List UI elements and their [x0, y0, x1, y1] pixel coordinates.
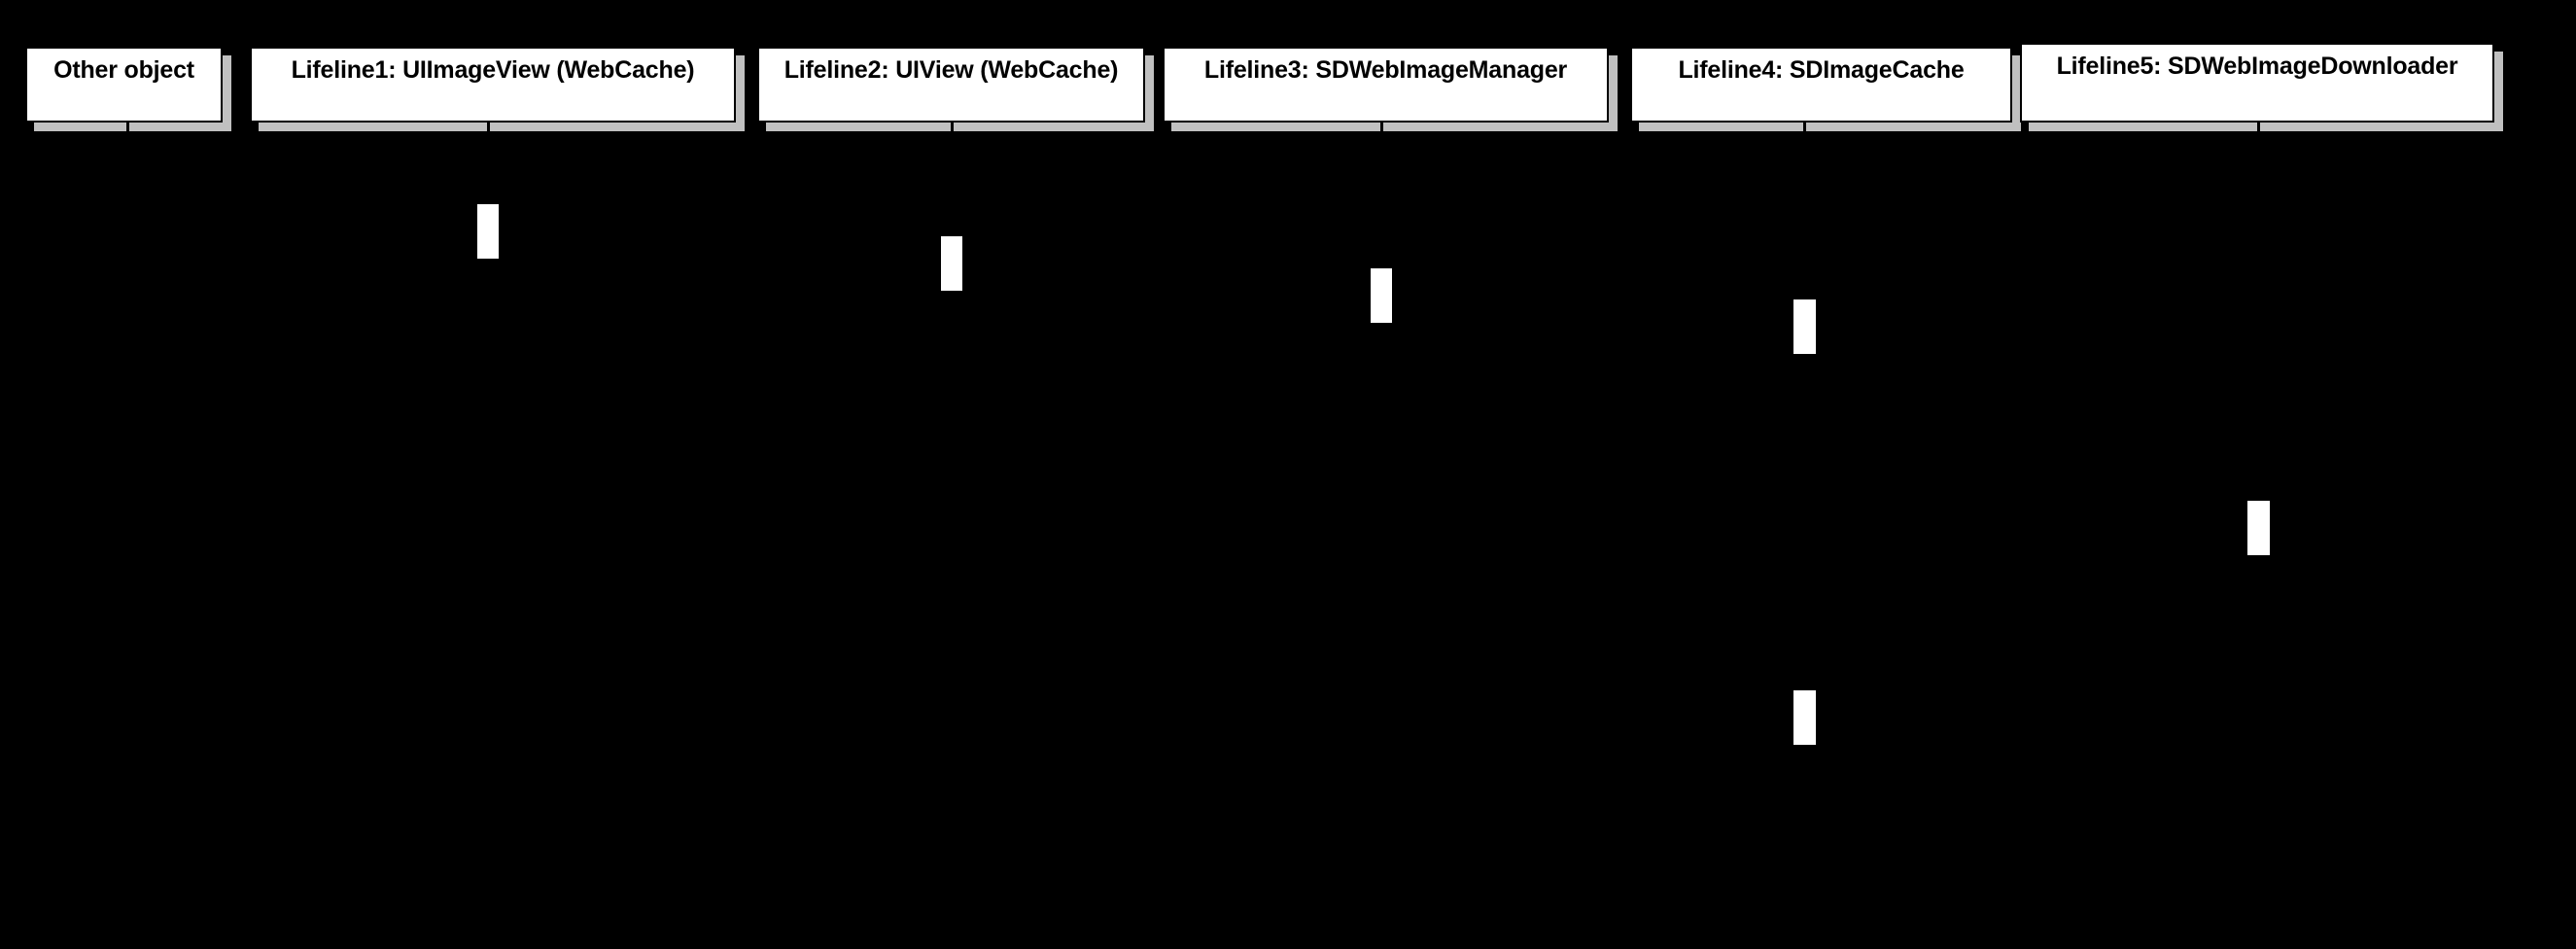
participant-label: Lifeline2: UIView (WebCache) — [783, 56, 1119, 84]
lifeline-stem-other — [126, 123, 129, 939]
activation-bar-lifeline4-second — [1793, 690, 1816, 745]
participant-label: Lifeline5: SDWebImageDownloader — [2056, 53, 2458, 80]
participant-box: Lifeline2: UIView (WebCache) — [757, 47, 1145, 123]
message-line-5 — [1816, 501, 2247, 503]
lifeline-stem-lifeline1 — [487, 123, 490, 939]
lifeline-tick-other — [126, 123, 129, 134]
participant-lifeline2[interactable]: Lifeline2: UIView (WebCache) — [757, 47, 1154, 131]
participant-box: Lifeline3: SDWebImageManager — [1163, 47, 1609, 123]
participant-box: Lifeline1: UIImageView (WebCache) — [250, 47, 736, 123]
message-line-4 — [1392, 299, 1793, 301]
activation-bar-lifeline3 — [1371, 268, 1392, 323]
activation-bar-lifeline2 — [941, 236, 962, 291]
message-line-3 — [962, 268, 1371, 270]
message-line-6 — [1816, 690, 2247, 692]
message-line-2 — [499, 236, 941, 238]
participant-label: Lifeline3: SDWebImageManager — [1203, 56, 1568, 84]
participant-label: Other object — [53, 56, 194, 84]
activation-bar-lifeline1 — [477, 204, 499, 259]
message-line-1 — [127, 204, 477, 206]
lifeline-stem-lifeline2 — [951, 123, 954, 939]
participant-lifeline4[interactable]: Lifeline4: SDImageCache — [1630, 47, 2021, 131]
lifeline-tick-lifeline5 — [2257, 123, 2260, 134]
participant-lifeline3[interactable]: Lifeline3: SDWebImageManager — [1163, 47, 1618, 131]
activation-bar-lifeline4-first — [1793, 299, 1816, 354]
lifeline-tick-lifeline1 — [487, 123, 490, 134]
lifeline-tick-lifeline4 — [1803, 123, 1806, 134]
participant-lifeline1[interactable]: Lifeline1: UIImageView (WebCache) — [250, 47, 745, 131]
participant-other[interactable]: Other object — [25, 47, 231, 131]
lifeline-stem-lifeline4 — [1803, 123, 1806, 939]
lifeline-tick-lifeline2 — [951, 123, 954, 134]
participant-label: Lifeline1: UIImageView (WebCache) — [291, 56, 695, 84]
participant-box: Lifeline5: SDWebImageDownloader — [2020, 43, 2494, 123]
participant-box: Lifeline4: SDImageCache — [1630, 47, 2012, 123]
participant-lifeline5[interactable]: Lifeline5: SDWebImageDownloader — [2020, 43, 2503, 131]
lifeline-tick-lifeline3 — [1380, 123, 1383, 134]
participant-label: Lifeline4: SDImageCache — [1678, 56, 1965, 84]
lifeline-stem-lifeline3 — [1380, 123, 1383, 939]
activation-bar-lifeline5 — [2247, 501, 2270, 555]
participant-box: Other object — [25, 47, 223, 123]
